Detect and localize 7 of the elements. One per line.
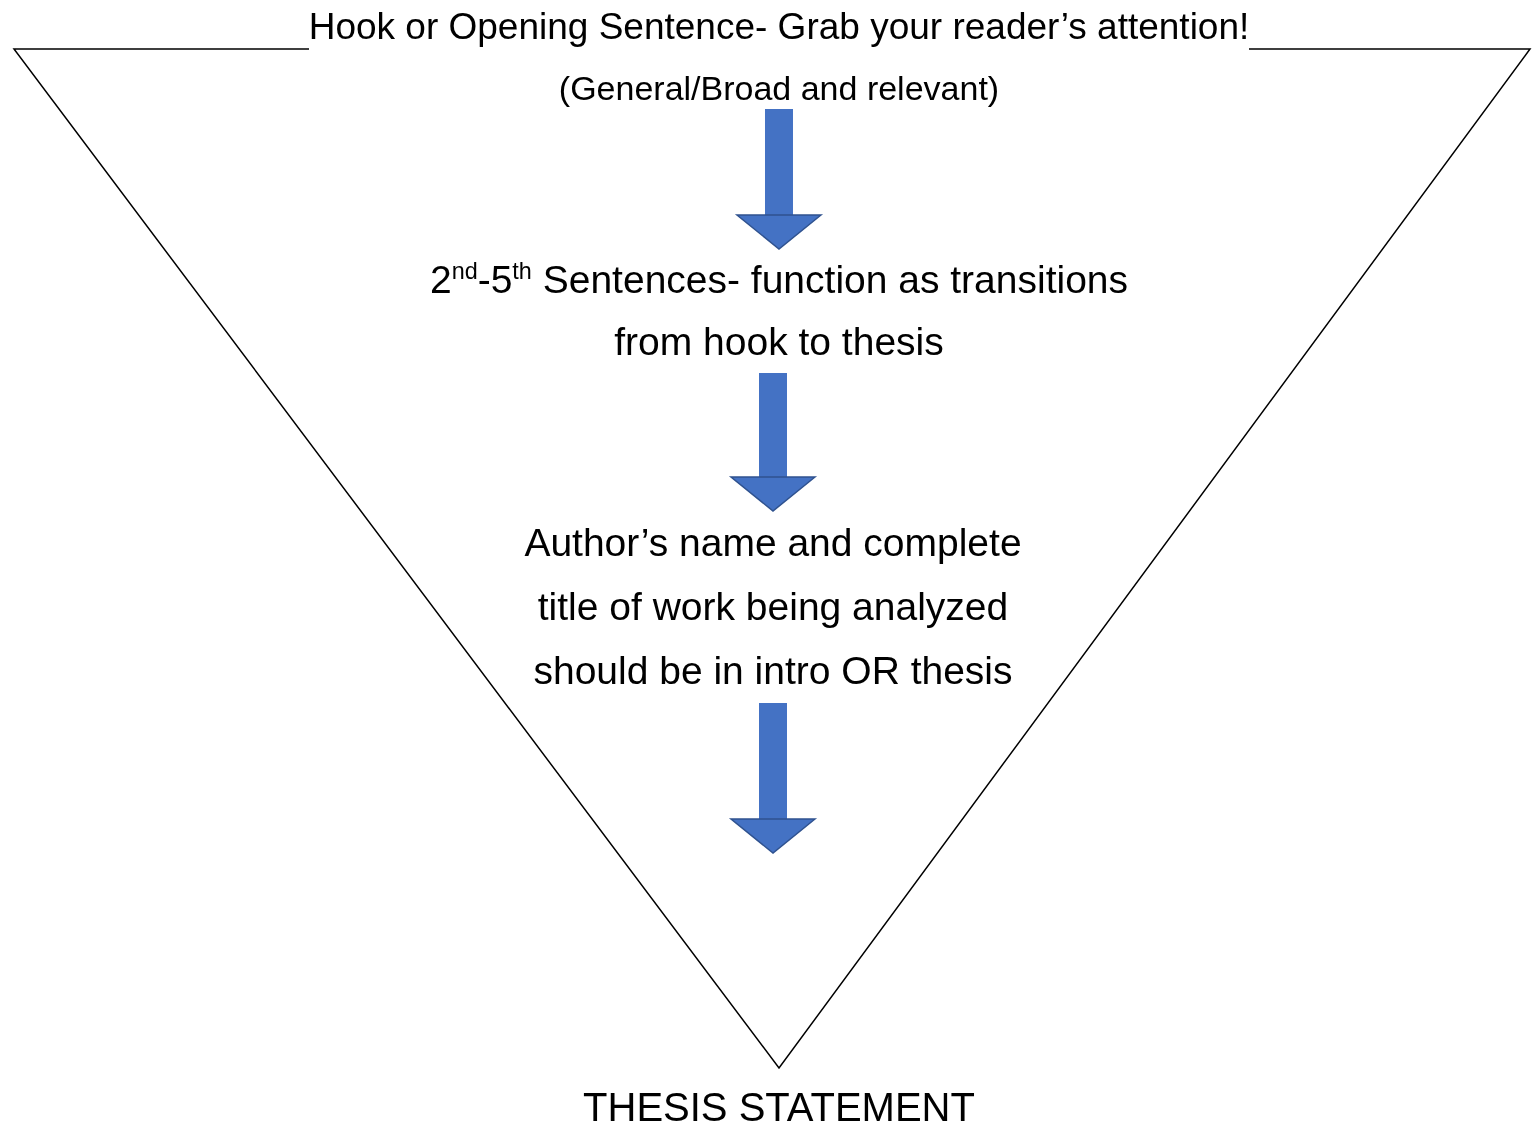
hook-note: (General/Broad and relevant) [558,67,1000,109]
block-arrow [730,373,816,512]
block-arrow [730,703,816,854]
transition-text: 2$^{nd}$-5$^{th}$ Sentences- function as transitions from hook to thesis [399,249,1159,373]
author-title-text: Author’s name and complete title of work being analyzed should be in intro OR thesis [503,511,1043,703]
thesis-label: THESIS STATEMENT [583,1084,975,1130]
block-arrow [736,109,822,250]
